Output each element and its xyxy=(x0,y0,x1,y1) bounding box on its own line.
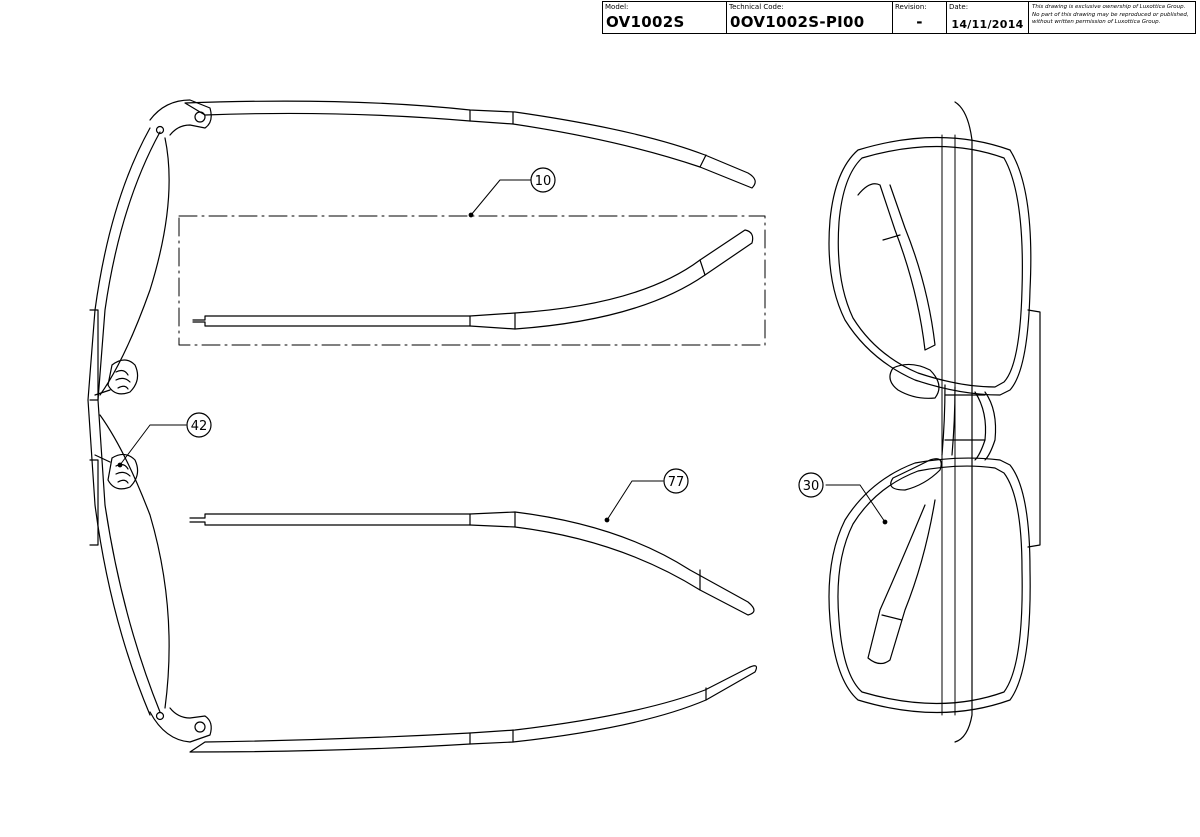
callout-77-label: 77 xyxy=(668,475,685,490)
callout-30-label: 30 xyxy=(803,479,820,494)
ownership-note: This drawing is exclusive ownership of L… xyxy=(1032,4,1193,27)
top-view-nose-pads xyxy=(94,359,139,490)
callout-77-dot xyxy=(604,517,610,523)
callout-30-circle xyxy=(798,472,824,498)
temple-77 xyxy=(189,511,755,616)
ownership-note-line-3: without written permission of Luxottica … xyxy=(1032,19,1161,25)
date-value: 14/11/2014 xyxy=(951,18,1024,31)
callout-30-dot xyxy=(882,519,888,525)
callout-10-circle xyxy=(530,167,556,193)
ownership-note-line-2: No part of this drawing may be reproduce… xyxy=(1032,11,1189,18)
model-cell: Model: OV1002S xyxy=(603,2,727,33)
title-block: Model: OV1002S Technical Code: 0OV1002S-… xyxy=(602,1,1196,34)
front-view-bridge xyxy=(941,384,997,461)
callout-42-dot xyxy=(117,462,123,468)
front-view-nose-pads xyxy=(889,363,942,491)
callout-42-circle xyxy=(186,412,212,438)
front-view xyxy=(828,101,1041,743)
front-view-upper-lens xyxy=(828,136,1032,396)
revision-cell: Revision: - xyxy=(893,2,947,33)
callout-leaders xyxy=(119,179,886,523)
technical-code-label: Technical Code: xyxy=(729,3,784,11)
revision-label: Revision: xyxy=(895,3,927,11)
technical-code-cell: Technical Code: 0OV1002S-PI00 xyxy=(727,2,893,33)
top-view-upper-hinge xyxy=(149,99,212,136)
callout-42-label: 42 xyxy=(191,419,208,434)
ownership-note-cell: This drawing is exclusive ownership of L… xyxy=(1029,2,1195,33)
top-view-lower-temple xyxy=(189,665,758,753)
callout-10-label: 10 xyxy=(535,174,552,189)
revision-value: - xyxy=(916,13,923,31)
ownership-note-line-1: This drawing is exclusive ownership of L… xyxy=(1032,4,1186,10)
front-view-lower-lens xyxy=(828,457,1031,714)
technical-code-value: 0OV1002S-PI00 xyxy=(730,13,865,31)
top-view-upper-temple xyxy=(184,100,756,189)
top-view-frame xyxy=(87,127,170,716)
model-value: OV1002S xyxy=(606,13,685,31)
callout-10-dot xyxy=(468,212,474,218)
callout-77-circle xyxy=(663,468,689,494)
model-label: Model: xyxy=(605,3,629,11)
top-view xyxy=(87,99,758,753)
detail-10-temple xyxy=(178,215,766,346)
top-view-lower-hinge xyxy=(149,707,212,743)
date-cell: Date: 14/11/2014 xyxy=(947,2,1029,33)
date-label: Date: xyxy=(949,3,969,11)
